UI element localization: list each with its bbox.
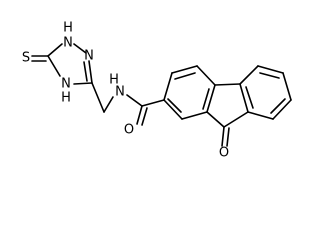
bond-ring2-jl (282, 72, 292, 101)
molecule-canvas: S H N N N H H N O O (21, 20, 292, 161)
bond-ring1-cd (196, 65, 216, 86)
bond-ring2-gi (239, 65, 259, 85)
bond-c3-ch2 (91, 82, 105, 113)
atom-amide-oxygen: O (124, 123, 134, 138)
bond-ring1-bc (171, 65, 198, 74)
atom-n4-hydrogen: H (61, 91, 71, 106)
bond-ring2-kg (239, 83, 249, 113)
bond-n4-c5 (47, 55, 61, 77)
structure-diagram: S H N N N H H N O O (22, 21, 292, 161)
bond-nh-cco (126, 94, 143, 107)
bond-ring1-ef (181, 111, 208, 120)
bond-ring1-bc-inner (174, 72, 196, 80)
atom-amide-hydrogen: H (109, 73, 119, 88)
bond-ring1-fa (163, 99, 183, 120)
bond-n1-n2 (73, 43, 87, 54)
bond-ring2-ij (257, 65, 284, 74)
atom-n1-hydrogen: H (63, 21, 73, 36)
atom-n1: N (63, 36, 73, 51)
atom-ketone-oxygen: O (219, 146, 229, 161)
atom-n2: N (84, 49, 94, 64)
bond-ketone-co (221, 126, 225, 147)
bond-ring1-ab (163, 72, 173, 101)
atom-amide-nitrogen: N (115, 85, 125, 100)
bond-n2-c3 (88, 60, 93, 84)
bond-ring2-kg-inner (245, 86, 254, 109)
bond-cco-o-double (141, 107, 148, 126)
atom-n4: N (61, 77, 71, 92)
bond-ring2-ij-inner (259, 72, 280, 79)
bond-5ring-hk (223, 111, 249, 128)
atom-sulfur: S (22, 51, 30, 66)
bond-cco-ring (141, 99, 165, 107)
bond-ring2-lm (272, 99, 292, 120)
bond-ring1-de (206, 84, 216, 113)
bond-ring2-mk (247, 111, 274, 120)
bond-c3-n4 (73, 82, 93, 85)
bond-ch2-nh (103, 96, 114, 113)
bond-ring1-de-inner (202, 88, 210, 110)
bond-5ring-eh (206, 111, 225, 128)
bond-ring1-fa-inner (167, 98, 182, 113)
bond-c5-n1 (47, 43, 63, 57)
bond-5ring-dg (214, 83, 241, 86)
bond-ring2-lm-inner (270, 98, 286, 114)
bond-n2-c3-double (83, 61, 88, 82)
bond-ketone-co-double (226, 127, 230, 147)
bond-cco-o (136, 105, 143, 125)
